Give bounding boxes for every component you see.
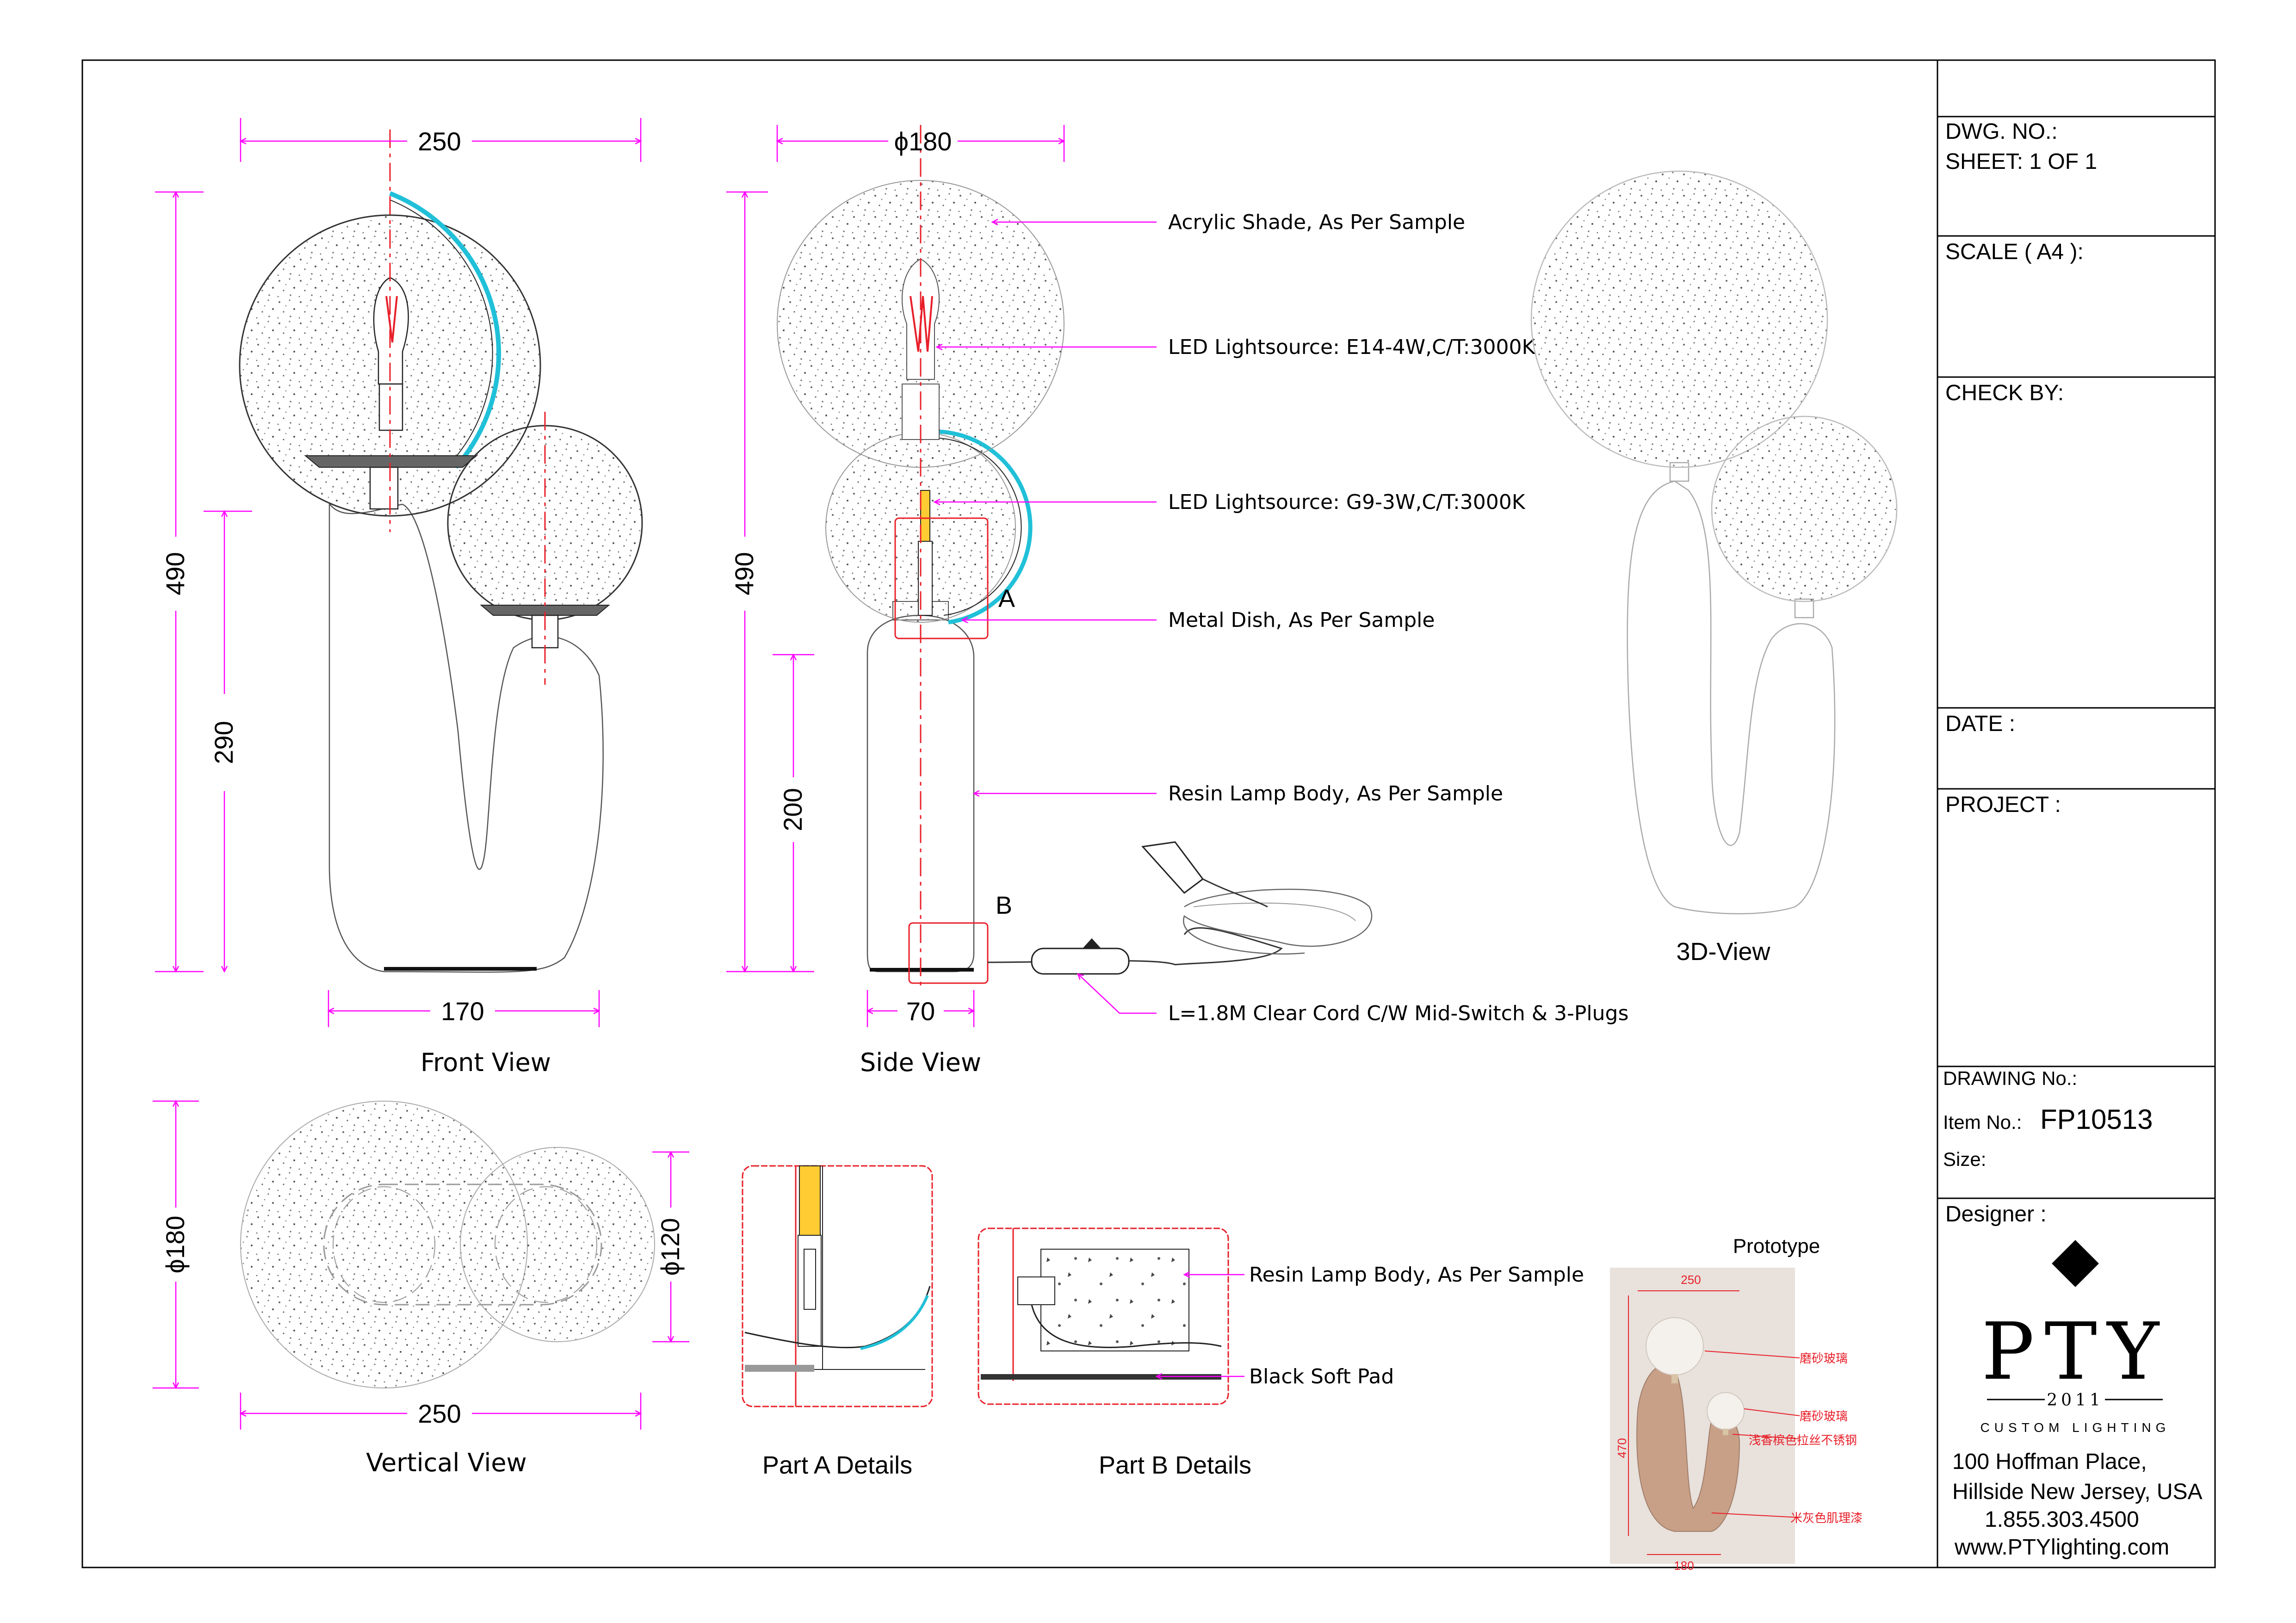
detail-a-marker-box	[894, 517, 989, 639]
three-d-small-globe	[1711, 415, 1898, 602]
dim-vertical-small: ϕ120	[656, 1218, 685, 1276]
callout-led-g9: LED Lightsource: G9-3W,C/T:3000K	[1168, 490, 1526, 514]
dim-vertical-width: 250	[418, 1399, 461, 1428]
prototype-photo	[1610, 1268, 1800, 1564]
dim-side-height: 490	[730, 552, 759, 595]
part-b-title: Part B Details	[1099, 1451, 1251, 1479]
proto-note-4: 米灰色肌理漆	[1790, 1511, 1863, 1525]
part-b-detail	[978, 1227, 1229, 1405]
part-b-leaders	[1157, 1275, 1244, 1376]
proto-note-3: 浅香槟色拉丝不锈钢	[1749, 1434, 1857, 1448]
company-address-1: 100 Hoffman Place,	[1952, 1450, 2147, 1474]
side-view-title: Side View	[860, 1048, 981, 1077]
dim-side-base: 70	[906, 997, 935, 1026]
dim-side-diameter: ϕ180	[894, 127, 952, 156]
callout-soft-pad: Black Soft Pad	[1249, 1365, 1394, 1388]
callout-resin-body: Resin Lamp Body, As Per Sample	[1168, 782, 1503, 805]
three-d-view-title: 3D-View	[1676, 938, 1770, 966]
part-a-detail	[742, 1165, 933, 1407]
front-reflector	[389, 191, 501, 469]
front-dimensions	[155, 118, 641, 1027]
logo-wordmark: PTY	[1981, 1306, 2169, 1398]
mid-switch	[1031, 948, 1130, 975]
tb-check-by: CHECK BY:	[1945, 381, 2064, 405]
tb-item-no: FP10513	[2040, 1104, 2153, 1135]
tb-item-no-label: Item No.:	[1943, 1111, 2022, 1133]
three-d-view-drawing	[1530, 170, 1898, 915]
front-socket	[369, 466, 399, 510]
front-base-plate	[384, 967, 537, 971]
side-dimensions	[726, 125, 1157, 1027]
vertical-small-globe	[460, 1147, 655, 1342]
proto-dim-height: 470	[1615, 1438, 1629, 1458]
dim-front-width: 250	[418, 127, 461, 156]
callout-metal-dish: Metal Dish, As Per Sample	[1168, 608, 1435, 632]
drawing-frame	[81, 59, 2216, 1568]
front-view-drawing	[239, 130, 643, 973]
vertical-dimensions	[153, 1101, 689, 1430]
dim-front-height: 490	[161, 552, 190, 595]
dim-vertical-large: ϕ180	[161, 1216, 190, 1274]
dim-front-base: 170	[441, 997, 484, 1026]
callout-acrylic-shade: Acrylic Shade, As Per Sample	[1168, 211, 1465, 234]
proto-dim-base: 180	[1674, 1559, 1694, 1573]
marker-b: B	[996, 892, 1012, 919]
tb-drawing-no: DRAWING No.:	[1943, 1067, 2077, 1089]
front-lamp-body	[328, 503, 604, 973]
dim-side-low-height: 200	[778, 788, 807, 831]
callout-cord: L=1.8M Clear Cord C/W Mid-Switch & 3-Plu…	[1168, 1002, 1628, 1025]
marker-a: A	[998, 585, 1015, 613]
front-view-title: Front View	[421, 1048, 551, 1077]
tb-scale: SCALE ( A4 ):	[1945, 240, 2084, 264]
callout-led-e14: LED Lightsource: E14-4W,C/T:3000K	[1168, 335, 1535, 359]
tb-size: Size:	[1943, 1148, 1986, 1170]
tb-designer: Designer :	[1945, 1202, 2047, 1227]
company-address-2: Hillside New Jersey, USA	[1952, 1480, 2203, 1504]
company-website: www.PTYlighting.com	[1954, 1535, 2169, 1560]
logo-tagline: CUSTOM LIGHTING	[1980, 1420, 2171, 1435]
three-d-large-globe	[1530, 170, 1828, 468]
proto-dim-width: 250	[1681, 1273, 1701, 1287]
proto-note-2: 磨砂玻璃	[1800, 1410, 1848, 1424]
side-view-drawing	[777, 125, 1373, 985]
callout-resin-body-b: Resin Lamp Body, As Per Sample	[1249, 1263, 1584, 1287]
part-a-title: Part A Details	[762, 1451, 912, 1479]
plug	[1141, 841, 1204, 894]
tb-project: PROJECT :	[1945, 793, 2061, 817]
proto-note-1: 磨砂玻璃	[1800, 1352, 1848, 1366]
vertical-view-title: Vertical View	[366, 1448, 526, 1477]
detail-b-marker-box	[908, 922, 989, 984]
vertical-view-drawing	[240, 1101, 655, 1388]
tb-sheet: SHEET: 1 OF 1	[1945, 149, 2097, 174]
tb-date: DATE :	[1945, 712, 2015, 736]
cord-coil	[1183, 888, 1373, 955]
logo-year: 2011	[2047, 1391, 2104, 1410]
company-phone: 1.855.303.4500	[1985, 1507, 2139, 1532]
prototype-title: Prototype	[1733, 1235, 1820, 1258]
logo-diamond-icon	[2052, 1240, 2099, 1287]
dim-front-low-height: 290	[209, 721, 238, 764]
tb-dwg-no: DWG. NO.:	[1945, 119, 2058, 144]
